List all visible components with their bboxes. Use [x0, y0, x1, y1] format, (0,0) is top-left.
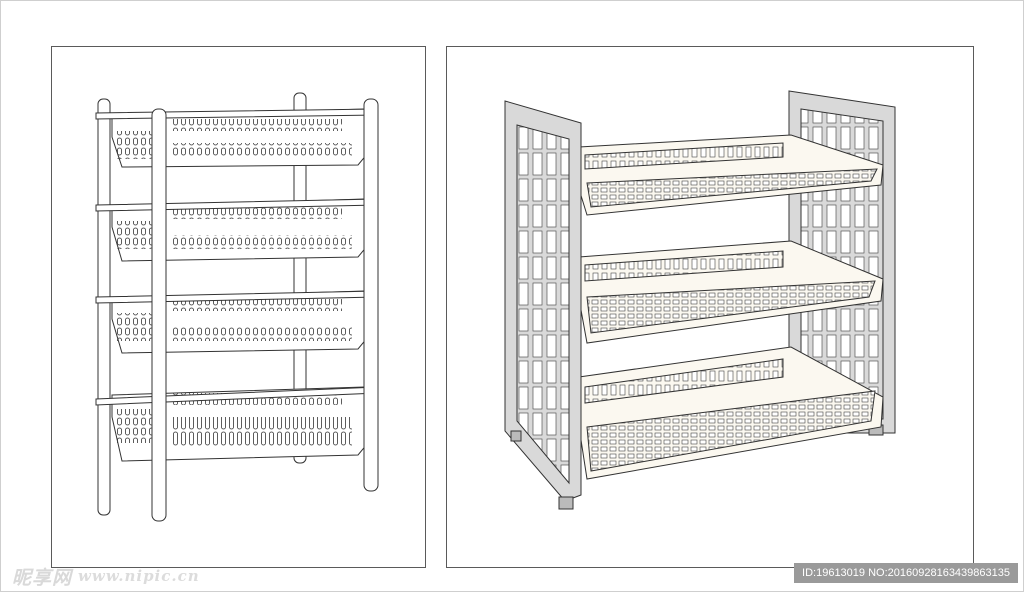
left-illustration-panel	[51, 46, 426, 568]
basket-rack-drawing	[95, 92, 379, 522]
image-id-bar: ID:19613019 NO:20160928163439863135	[794, 563, 1018, 583]
watermark-site-text: www.nipic.cn	[78, 567, 200, 585]
shelf-rack-drawing	[504, 90, 896, 510]
basket-tier-1	[111, 108, 369, 168]
shelf-tier-1	[578, 134, 884, 216]
basket-tier-3	[111, 290, 369, 354]
rack-post-back-left	[97, 98, 111, 516]
shelf-tier-2	[578, 240, 884, 344]
watermark-logo: 昵享网 www.nipic.cn	[12, 564, 200, 589]
rack-post-front-left	[151, 108, 167, 522]
side-frame-front	[504, 100, 582, 510]
watermark-logo-text: 昵享网	[12, 567, 73, 589]
basket-tier-4	[111, 386, 369, 462]
shelf-tier-3	[578, 346, 884, 480]
right-illustration-panel	[446, 46, 974, 568]
rack-post-front-right	[363, 98, 379, 492]
rack-post-back-right	[293, 92, 307, 464]
